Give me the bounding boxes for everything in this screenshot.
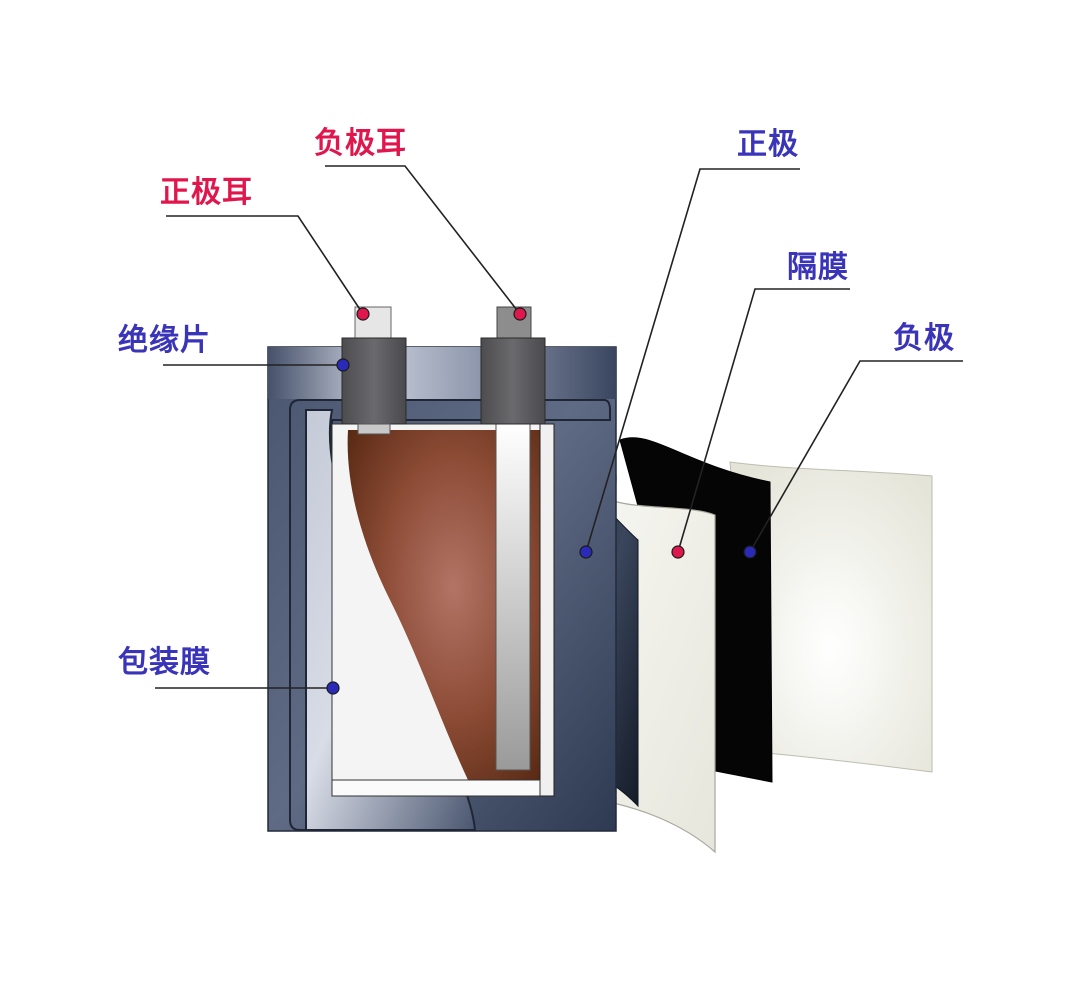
label-positive-electrode: 正极 xyxy=(737,130,799,160)
marker-negative-tab xyxy=(514,308,526,320)
shoulder-ledge xyxy=(332,780,540,796)
casing-top-bar xyxy=(268,347,616,399)
marker-positive-electrode xyxy=(580,546,592,558)
positive-tab-foot xyxy=(358,424,390,434)
marker-insulator xyxy=(337,359,349,371)
label-pouch-film: 包装膜 xyxy=(118,648,211,678)
negative-tab-insulator xyxy=(481,338,545,424)
leader-negative-tab xyxy=(325,166,520,314)
marker-pouch-film xyxy=(327,682,339,694)
marker-negative-electrode xyxy=(744,546,756,558)
inner-divider xyxy=(540,424,554,796)
label-negative-tab: 负极耳 xyxy=(314,129,407,159)
marker-separator xyxy=(672,546,684,558)
marker-positive-tab xyxy=(357,308,369,320)
label-positive-tab: 正极耳 xyxy=(160,178,253,208)
label-separator: 隔膜 xyxy=(787,253,849,283)
label-negative-electrode: 负极 xyxy=(893,324,955,354)
positive-tab-insulator xyxy=(342,338,406,424)
label-insulator: 绝缘片 xyxy=(118,326,211,356)
leader-positive-tab xyxy=(166,216,363,314)
current-collector-rod xyxy=(496,424,530,770)
